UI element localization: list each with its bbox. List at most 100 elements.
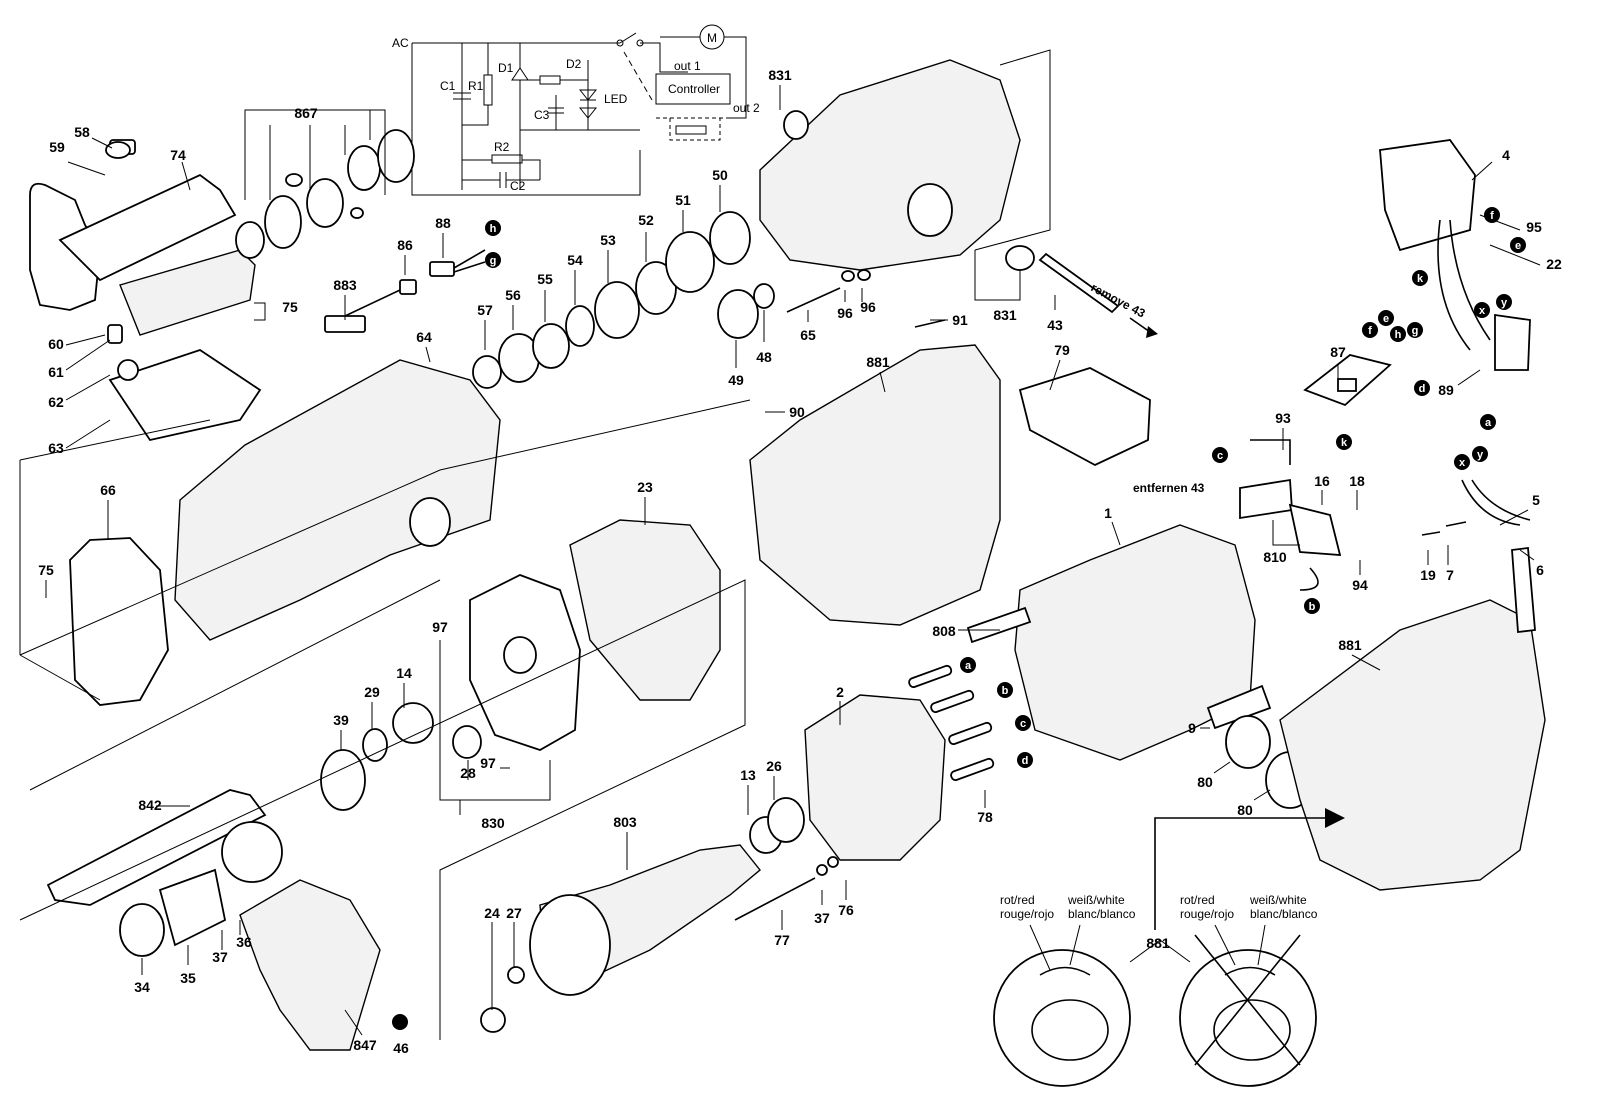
part-drawings: [29, 59, 1546, 1051]
badge-c1: c: [1217, 450, 1223, 462]
badge-h2: h: [1395, 329, 1402, 341]
badge-h1: h: [490, 223, 497, 235]
badge-a2: a: [965, 660, 972, 672]
schem-led: LED: [604, 92, 628, 106]
part-29: 29: [364, 684, 380, 700]
part-803: 803: [613, 814, 637, 830]
part-86: 86: [397, 237, 413, 253]
part-55: 55: [537, 271, 553, 287]
schem-d1: D1: [498, 61, 514, 75]
part-34: 34: [134, 979, 150, 995]
schem-r1: R1: [468, 79, 484, 93]
part-74: 74: [170, 147, 186, 163]
part-810: 810: [1263, 549, 1287, 565]
part-90: 90: [789, 404, 805, 420]
part-78: 78: [977, 809, 993, 825]
part-48: 48: [756, 349, 772, 365]
part-56: 56: [505, 287, 521, 303]
part-2: 2: [836, 684, 844, 700]
part-80b: 80: [1237, 802, 1253, 818]
part-58: 58: [74, 124, 90, 140]
part-57: 57: [477, 302, 493, 318]
wire-letter-badges: h g f e k x y f e h g k d a c b x y a b …: [485, 207, 1526, 768]
leader-lines: [19, 49, 1541, 1040]
note-right-white-1: weiß/white: [1249, 893, 1307, 907]
part-89: 89: [1438, 382, 1454, 398]
part-95: 95: [1526, 219, 1542, 235]
badge-f1: f: [1490, 210, 1494, 222]
part-43: 43: [1047, 317, 1063, 333]
badge-c2: c: [1020, 718, 1026, 730]
badge-d2: d: [1022, 755, 1029, 767]
part-831a: 831: [768, 67, 792, 83]
part-37a: 37: [212, 949, 228, 965]
badge-b1: b: [1309, 601, 1316, 613]
schem-motor: M: [707, 31, 717, 45]
part-26: 26: [766, 758, 782, 774]
part-76: 76: [838, 902, 854, 918]
badge-e2: e: [1383, 313, 1389, 325]
badge-k2: k: [1341, 437, 1348, 449]
badge-y1: y: [1501, 297, 1508, 309]
badge-f2: f: [1368, 325, 1372, 337]
badge-y2: y: [1477, 449, 1484, 461]
note-left-white-2: blanc/blanco: [1068, 907, 1136, 921]
badge-e1: e: [1515, 240, 1521, 252]
note-entfernen-43: entfernen 43: [1133, 481, 1205, 495]
note-left-red-1: rot/red: [1000, 893, 1035, 907]
part-23: 23: [637, 479, 653, 495]
part-881c: 881: [1146, 935, 1170, 951]
part-97a: 97: [432, 619, 448, 635]
part-24: 24: [484, 905, 500, 921]
part-6: 6: [1536, 562, 1544, 578]
badge-g2: g: [1412, 325, 1419, 337]
part-50: 50: [712, 167, 728, 183]
part-94: 94: [1352, 577, 1368, 593]
part-1: 1: [1104, 505, 1112, 521]
badge-g1: g: [490, 255, 497, 267]
part-4: 4: [1502, 147, 1510, 163]
schem-c3: C3: [534, 108, 550, 122]
part-19: 19: [1420, 567, 1436, 583]
part-808: 808: [932, 623, 956, 639]
badge-x1: x: [1479, 305, 1486, 317]
part-27: 27: [506, 905, 522, 921]
part-37b: 37: [814, 910, 830, 926]
part-75a: 75: [282, 299, 298, 315]
badge-a1: a: [1485, 417, 1492, 429]
part-881b: 881: [1338, 637, 1362, 653]
badge-k1: k: [1417, 273, 1424, 285]
part-52: 52: [638, 212, 654, 228]
schem-c1: C1: [440, 79, 456, 93]
part-9: 9: [1188, 720, 1196, 736]
part-88: 88: [435, 215, 451, 231]
part-64: 64: [416, 329, 432, 345]
part-14: 14: [396, 665, 412, 681]
part-842: 842: [138, 797, 162, 813]
part-36: 36: [236, 934, 252, 950]
note-right-white-2: blanc/blanco: [1250, 907, 1318, 921]
part-7: 7: [1446, 567, 1454, 583]
note-right-red-1: rot/red: [1180, 893, 1215, 907]
part-96b: 96: [860, 299, 876, 315]
part-80a: 80: [1197, 774, 1213, 790]
part-51: 51: [675, 192, 691, 208]
part-28: 28: [460, 765, 476, 781]
annotations: remove 43 entfernen 43 rot/red rouge/roj…: [993, 280, 1318, 1087]
schem-c2: C2: [510, 179, 526, 193]
part-39: 39: [333, 712, 349, 728]
part-62: 62: [48, 394, 64, 410]
part-46: 46: [393, 1040, 409, 1056]
wiring-schematic: AC M Controller out 1 out 2 C1 R1 D1 D2 …: [392, 24, 760, 196]
part-830: 830: [481, 815, 505, 831]
part-18: 18: [1349, 473, 1365, 489]
badge-b2: b: [1002, 685, 1009, 697]
part-75b: 75: [38, 562, 54, 578]
schem-r2: R2: [494, 140, 510, 154]
note-right-red-2: rouge/rojo: [1180, 907, 1234, 921]
part-13: 13: [740, 767, 756, 783]
part-91: 91: [952, 312, 968, 328]
part-59: 59: [49, 139, 65, 155]
part-63: 63: [48, 440, 64, 456]
